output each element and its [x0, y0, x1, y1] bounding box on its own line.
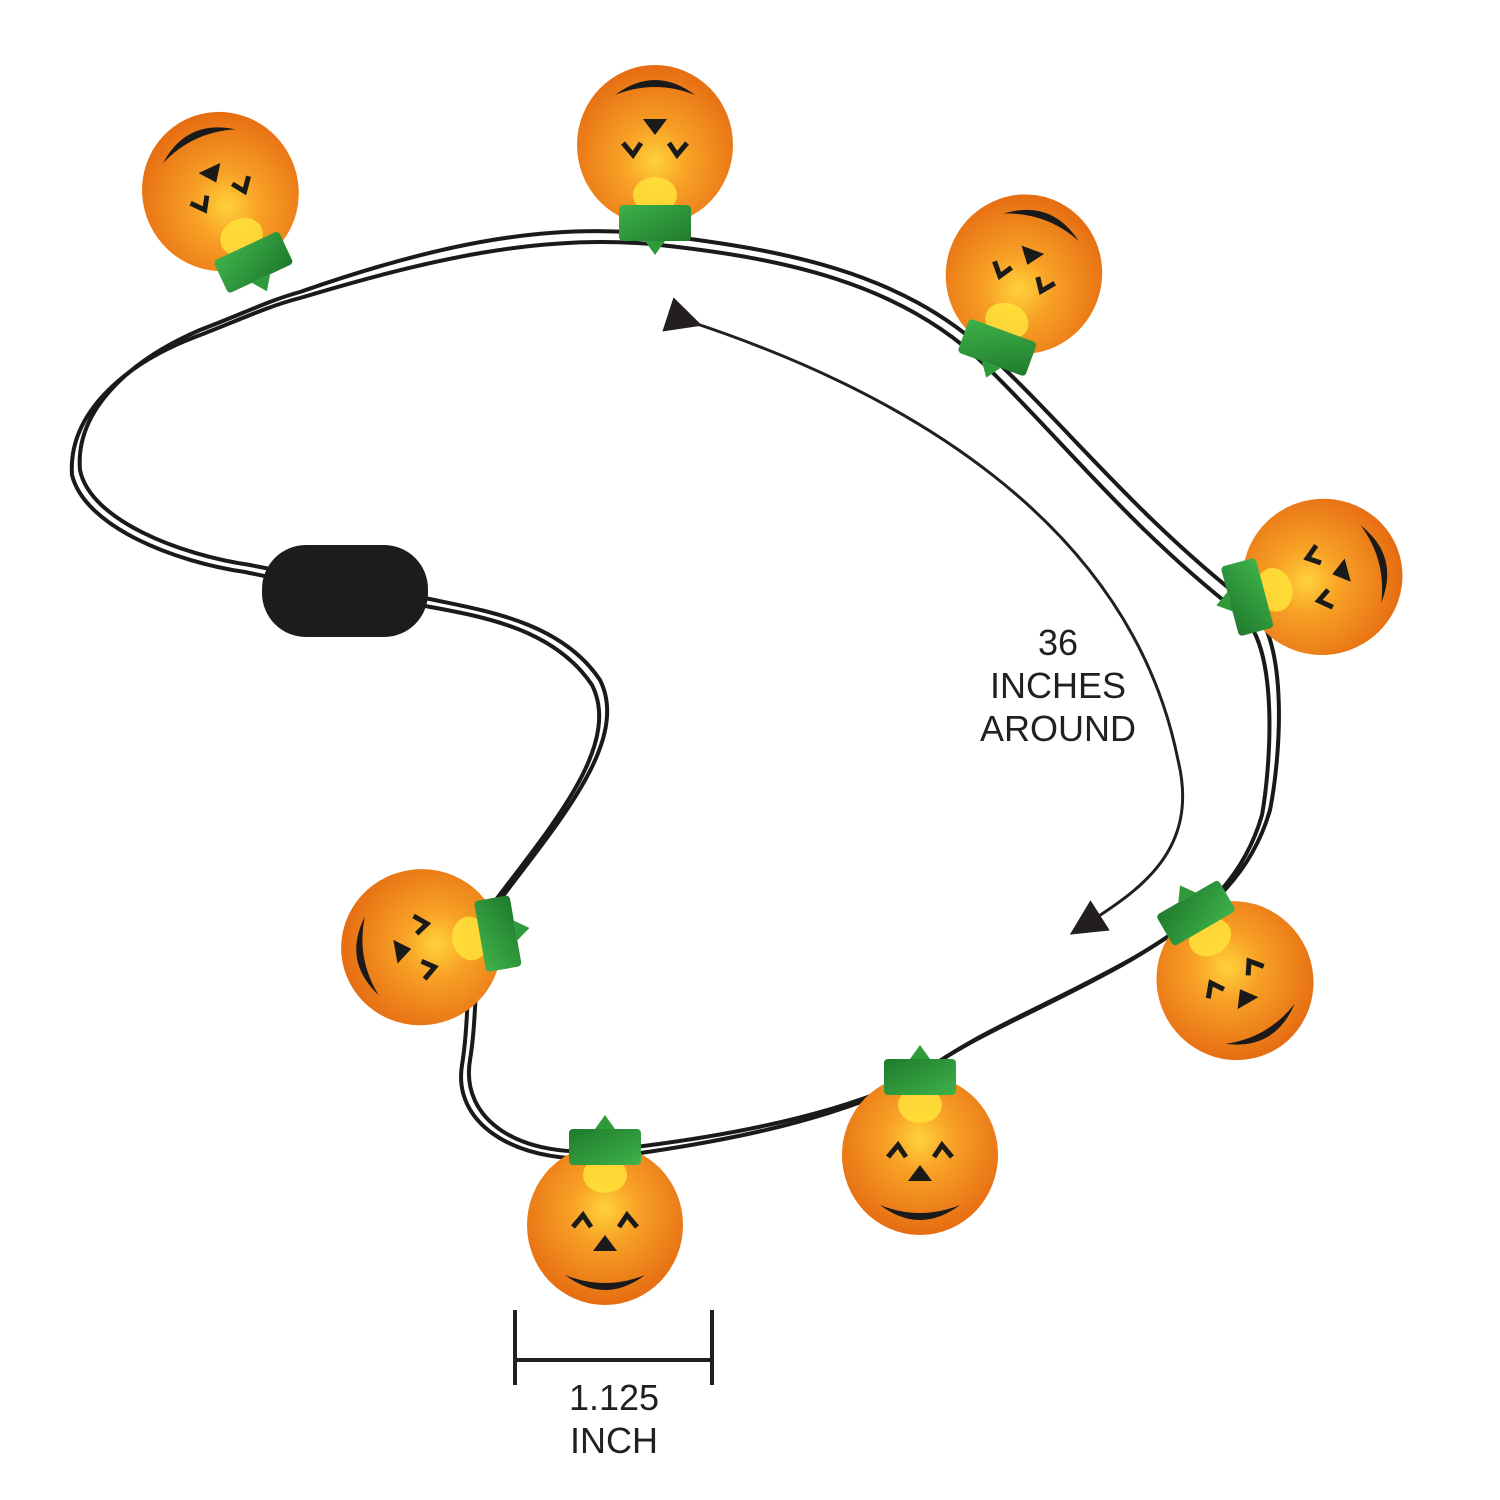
- jack-o-lantern-bulb-icon: [577, 65, 733, 255]
- bulb-width-value: 1.125: [569, 1377, 659, 1418]
- jack-o-lantern-bulb-icon: [842, 1045, 998, 1235]
- curved-double-arrow-icon: [662, 297, 1185, 935]
- length-value: 36: [1038, 622, 1078, 663]
- length-unit-line2: AROUND: [980, 708, 1136, 749]
- length-unit-line1: INCHES: [990, 665, 1126, 706]
- jack-o-lantern-bulb-icon: [1196, 481, 1420, 681]
- battery-pack-icon: [262, 545, 428, 637]
- jack-o-lantern-bulb-icon: [913, 172, 1125, 404]
- dimension-bracket-icon: [513, 1310, 714, 1385]
- bulb-width-unit: INCH: [570, 1420, 658, 1461]
